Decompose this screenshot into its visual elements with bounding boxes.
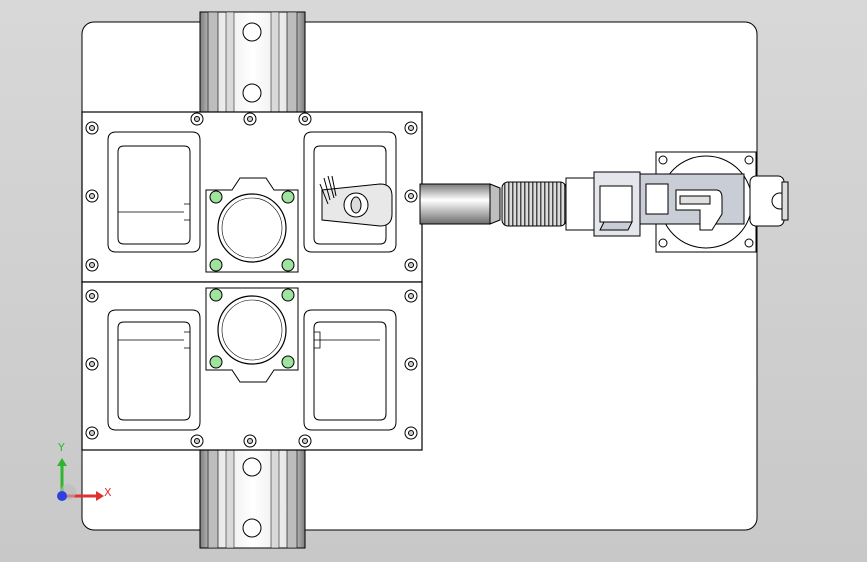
fixture-block-upper <box>81 111 423 283</box>
axis-triad <box>57 458 104 501</box>
fixture-block-lower <box>81 281 423 451</box>
bolt-icon <box>209 190 223 204</box>
rail-top <box>199 11 306 113</box>
bolt-icon <box>281 190 295 204</box>
axis-x-label: X <box>104 486 112 499</box>
bolt-icon <box>281 258 295 272</box>
bolt-icon <box>281 355 295 369</box>
bolt-icon <box>209 288 223 302</box>
axis-y-label: Y <box>58 441 65 454</box>
bolt-icon <box>209 355 223 369</box>
bellows <box>501 181 567 227</box>
bolt-icon <box>209 258 223 272</box>
rail-bottom <box>199 449 306 549</box>
actuator-arm <box>319 171 641 237</box>
gripper-mount <box>639 151 789 253</box>
bolt-icon <box>281 288 295 302</box>
